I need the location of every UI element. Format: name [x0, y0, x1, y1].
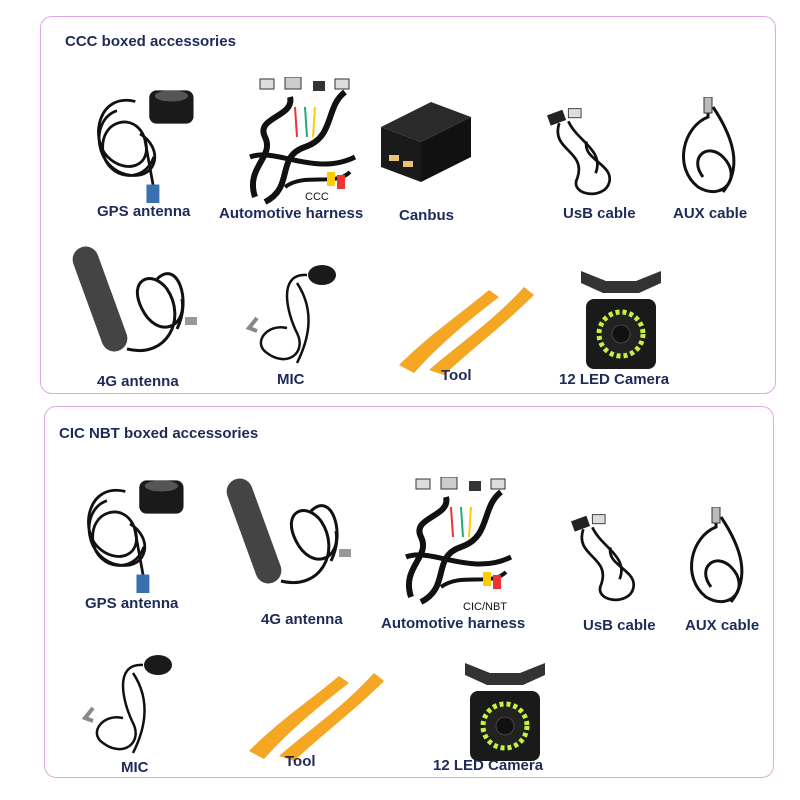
mic-item: MIC [237, 253, 347, 388]
item-label: Tool [441, 367, 472, 384]
automotive-harness-item: CIC/NBT Automotive harness [381, 477, 525, 632]
item-label: Tool [285, 753, 316, 770]
harness-variant-label: CIC/NBT [463, 601, 507, 613]
gps-antenna-item: GPS antenna [65, 473, 195, 612]
canbus-item: Canbus [371, 87, 481, 224]
usb-cable-icon [537, 105, 627, 205]
aux-cable-item: AUX cable [671, 507, 761, 634]
tool-item: Tool [389, 275, 539, 384]
4g-antenna-item: 4G antenna [221, 471, 351, 628]
usb-cable-item: UsB cable [537, 105, 636, 222]
pry-tool-icon [239, 661, 389, 761]
cic-nbt-accessories-panel: CIC NBT boxed accessories GPS antenna 4G… [44, 406, 774, 778]
mic-item: MIC [73, 643, 183, 776]
pry-tool-icon [389, 275, 539, 375]
led-camera-icon [455, 653, 555, 773]
4g-antenna-item: 4G antenna [67, 239, 197, 390]
harness-icon [235, 77, 365, 207]
usb-cable-icon [561, 511, 651, 611]
4g-antenna-icon [221, 471, 351, 601]
ccc-accessories-panel: CCC boxed accessories GPS antenna CCC Au… [40, 16, 776, 394]
gps-antenna-icon [75, 83, 205, 203]
item-label: 12 LED Camera [559, 371, 670, 388]
tool-item: Tool [239, 661, 389, 770]
item-label: 4G antenna [97, 373, 179, 390]
led-camera-icon [571, 261, 671, 381]
mic-icon [237, 253, 347, 373]
mic-icon [73, 643, 183, 763]
item-label: GPS antenna [97, 203, 191, 220]
canbus-box-icon [371, 87, 481, 197]
item-label: 12 LED Camera [433, 757, 544, 774]
gps-antenna-icon [65, 473, 195, 593]
led-camera-item: 12 LED Camera [433, 653, 555, 774]
4g-antenna-icon [67, 239, 197, 369]
panel-title: CCC boxed accessories [65, 33, 236, 50]
panel-title: CIC NBT boxed accessories [59, 425, 259, 442]
usb-cable-item: UsB cable [561, 511, 656, 634]
item-label: GPS antenna [85, 595, 179, 612]
harness-icon [391, 477, 521, 607]
gps-antenna-item: GPS antenna [75, 83, 205, 220]
item-label: UsB cable [583, 617, 656, 634]
aux-cable-icon [663, 97, 753, 207]
item-label: AUX cable [673, 205, 748, 222]
item-label: MIC [121, 759, 149, 776]
aux-cable-icon [671, 507, 761, 617]
item-label: Automotive harness [219, 205, 364, 222]
item-label: 4G antenna [261, 611, 343, 628]
item-label: Canbus [399, 207, 455, 224]
item-label: Automotive harness [381, 615, 526, 632]
item-label: UsB cable [563, 205, 636, 222]
item-label: AUX cable [685, 617, 760, 634]
harness-variant-label: CCC [305, 191, 329, 203]
automotive-harness-item: CCC Automotive harness [219, 77, 365, 222]
aux-cable-item: AUX cable [663, 97, 753, 222]
led-camera-item: 12 LED Camera [559, 261, 671, 388]
item-label: MIC [277, 371, 305, 388]
